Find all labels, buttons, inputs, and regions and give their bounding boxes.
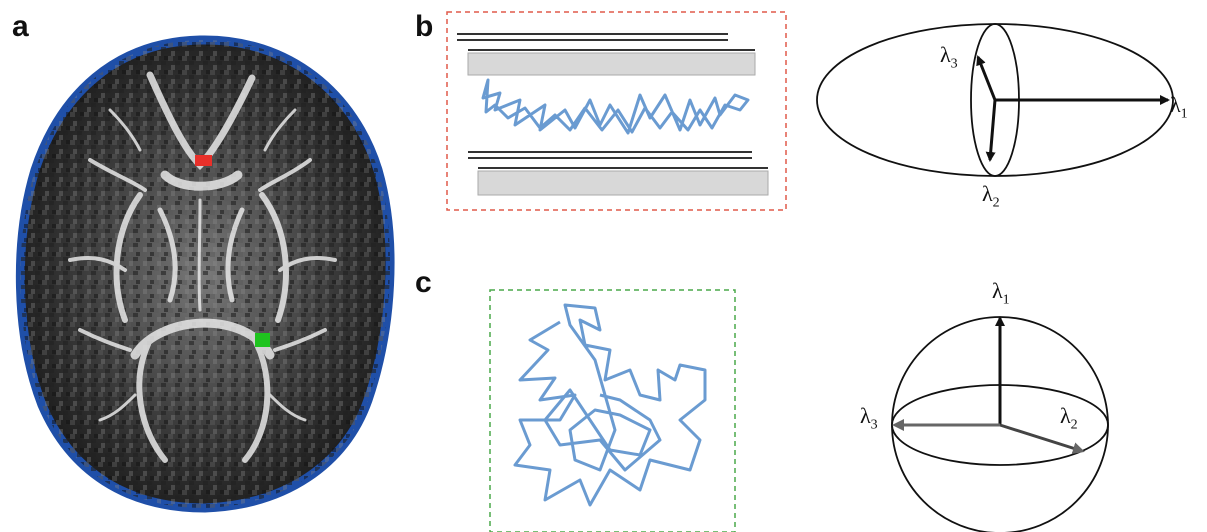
- roi-green-marker: [255, 333, 270, 347]
- lambda-3-label-b: λ3: [940, 44, 958, 71]
- lambda-2-label-b: λ2: [982, 183, 1000, 210]
- eigenvector-3-arrow: [978, 57, 995, 100]
- panel-b-diffusion-box: [447, 12, 786, 210]
- diffusion-path-isotropic: [515, 305, 705, 505]
- lambda-1-label-c: λ1: [992, 280, 1010, 307]
- panel-c-diffusion-box: [490, 290, 735, 532]
- diffusion-path-anisotropic: [483, 80, 748, 133]
- fiber-wall-band: [478, 171, 768, 195]
- lambda-3-label-c: λ3: [860, 405, 878, 432]
- roi-red-marker: [195, 155, 212, 166]
- lambda-2-label-c: λ2: [1060, 405, 1078, 432]
- panel-c-box-border: [490, 290, 735, 532]
- lambda-1-label-b: λ1: [1170, 94, 1188, 121]
- fiber-wall-band: [468, 53, 755, 75]
- brain-scan-image: [20, 40, 390, 508]
- diffusion-ellipsoid: [817, 24, 1173, 176]
- eigenvector-2-arrow: [990, 100, 995, 160]
